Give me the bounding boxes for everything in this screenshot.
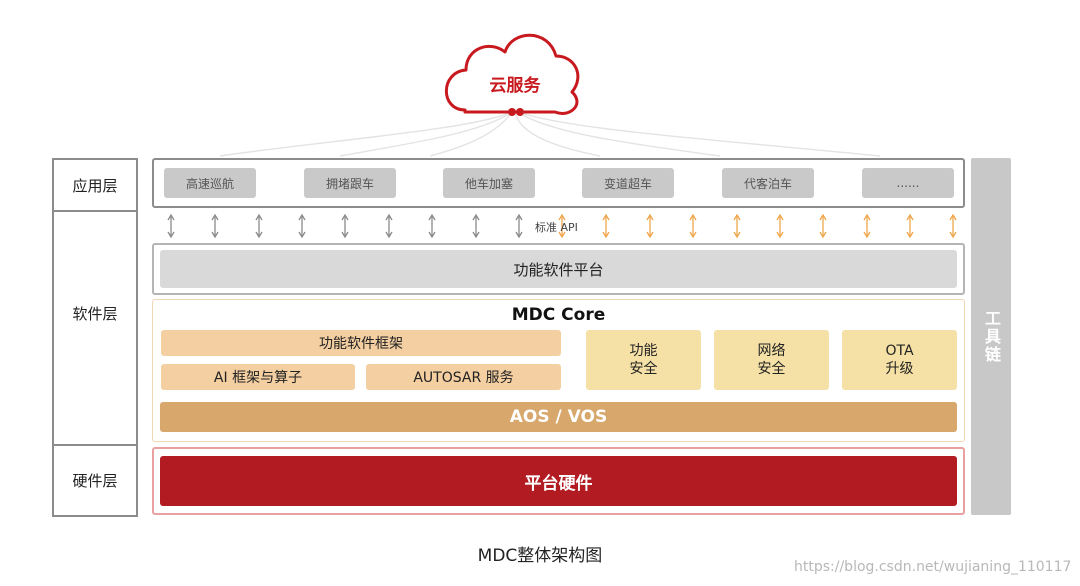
functional-platform-frame [152, 243, 965, 295]
functional-software-platform: 功能软件平台 [160, 250, 957, 288]
cloud-dot-right [516, 108, 524, 116]
bidirectional-arrow [689, 213, 697, 239]
ai-framework-operators: AI 框架与算子 [161, 364, 355, 390]
bidirectional-arrow [733, 213, 741, 239]
cloud-outline [444, 33, 580, 115]
toolchain-bar: 工具链 [971, 158, 1011, 515]
cloud-graphic [219, 33, 881, 157]
watermark: https://blog.csdn.net/wujianing_110117 [794, 559, 1072, 575]
bidirectional-arrow [211, 213, 219, 239]
bidirectional-arrow [428, 213, 436, 239]
bidirectional-arrow [602, 213, 610, 239]
bidirectional-arrow [906, 213, 914, 239]
cloud-label: 云服务 [489, 75, 541, 96]
layer-software: 软件层 [52, 210, 138, 444]
bidirectional-arrow [515, 213, 523, 239]
mdc-core-frame [152, 299, 965, 442]
bidirectional-arrow [385, 213, 393, 239]
bidirectional-arrow [255, 213, 263, 239]
standard-api-label: 标准 API [535, 221, 578, 234]
bidirectional-arrow [863, 213, 871, 239]
functional-software-framework: 功能软件框架 [161, 330, 561, 356]
app-chip-more: ...... [862, 168, 954, 198]
app-chip-highway-cruise: 高速巡航 [164, 168, 256, 198]
layer-app-label: 应用层 [72, 176, 118, 195]
layer-hardware: 硬件层 [52, 444, 138, 517]
bidirectional-arrow [167, 213, 175, 239]
layer-hardware-label: 硬件层 [72, 472, 118, 490]
cloud-fan-lines [219, 111, 881, 157]
bidirectional-arrow [472, 213, 480, 239]
aos-vos-bar: AOS / VOS [160, 402, 957, 432]
bidirectional-arrow [646, 213, 654, 239]
layer-software-label: 软件层 [72, 304, 118, 323]
hardware-layer-frame [152, 447, 965, 515]
bidirectional-arrow [949, 213, 957, 239]
bidirectional-arrow [558, 213, 566, 239]
functional-safety: 功能 安全 [586, 330, 701, 390]
bidirectional-arrow [341, 213, 349, 239]
autosar-services: AUTOSAR 服务 [366, 364, 561, 390]
bidirectional-arrow [298, 213, 306, 239]
app-chip-traffic-follow: 拥堵跟车 [304, 168, 396, 198]
bidirectional-arrow [819, 213, 827, 239]
app-layer-frame [152, 158, 965, 208]
app-chip-valet-parking: 代客泊车 [722, 168, 814, 198]
diagram-caption: MDC整体架构图 [477, 546, 603, 566]
app-chip-cut-in: 他车加塞 [443, 168, 535, 198]
network-security: 网络 安全 [714, 330, 829, 390]
cloud-dot-left [508, 108, 516, 116]
mdc-core-title: MDC Core [511, 305, 606, 325]
layer-app: 应用层 [52, 158, 138, 210]
app-chip-lane-change: 变道超车 [582, 168, 674, 198]
ota-upgrade: OTA 升级 [842, 330, 957, 390]
bidirectional-arrow [776, 213, 784, 239]
toolchain-label: 工具链 [982, 309, 1001, 364]
platform-hardware: 平台硬件 [160, 456, 957, 506]
